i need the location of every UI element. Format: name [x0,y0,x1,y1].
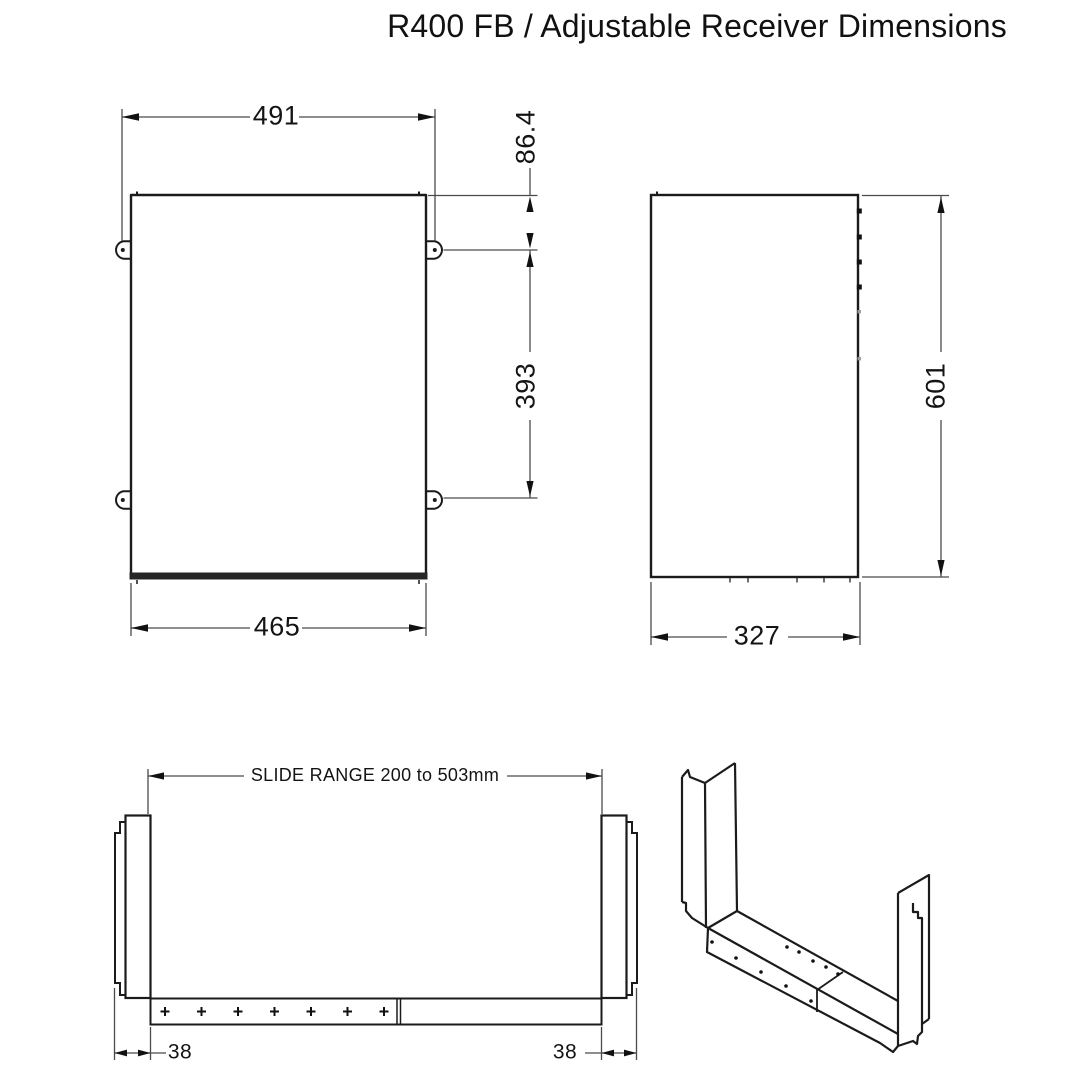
assembly-view-arrowheads [114,772,637,1057]
front-view-arrowheads [122,113,534,632]
dim-label-side-depth: 327 [733,620,781,651]
dim-label-slide-range: SLIDE RANGE 200 to 503mm [250,765,500,785]
front-view-drawing [115,191,443,584]
assembly-view-drawing [114,814,638,1026]
side-view-drawing [649,191,862,583]
drawing-title: R400 FB / Adjustable Receiver Dimensions [387,8,1007,44]
dim-label-front-top-width: 491 [252,100,300,131]
side-view-arrowheads [651,197,945,641]
isometric-rail-holes [710,940,840,1003]
dim-label-left-flange: 38 [167,1040,193,1064]
dim-label-right-flange: 38 [552,1040,578,1064]
dim-label-front-bottom-width: 465 [253,611,301,642]
dim-label-front-top-offset: 86.4 [510,109,541,165]
dim-label-front-hole-spacing: 393 [510,362,541,410]
dim-label-side-height: 601 [920,362,951,410]
front-view-dimensions [121,109,538,636]
isometric-view-drawing [680,762,931,1054]
